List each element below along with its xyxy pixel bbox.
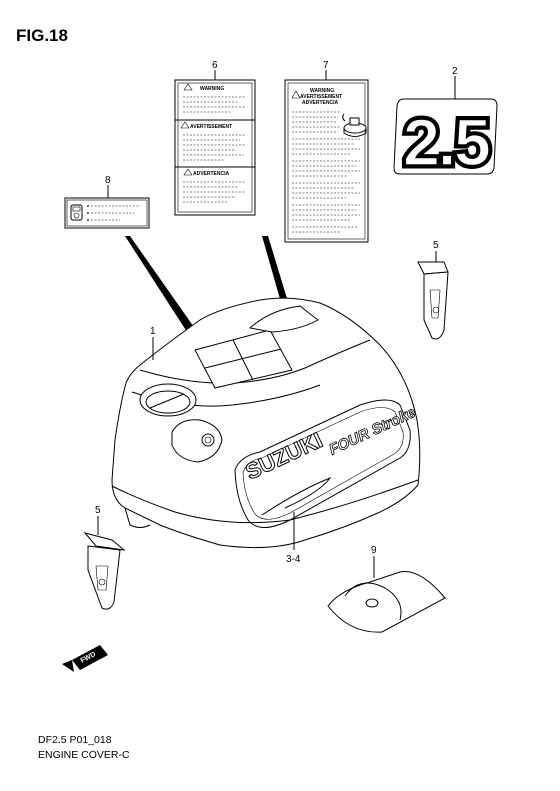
- fuel-cap-icon: [342, 113, 367, 137]
- callout-7: 7: [323, 60, 329, 71]
- label-6-text-lines: [183, 96, 246, 203]
- callout-5-upper: 5: [433, 240, 439, 251]
- callouts: 6 7 2 8 5 1 5 3-4 9: [95, 60, 458, 578]
- leader-wedges: [125, 236, 289, 352]
- figure-title: FIG.18: [16, 26, 68, 45]
- label-7-line2: AVERTISSEMENT: [300, 94, 342, 100]
- footer-group: ENGINE COVER-C: [38, 749, 130, 761]
- warning-label-7[interactable]: WARNING AVERTISSEMENT ADVERTENCIA: [284, 79, 369, 243]
- pouch-9[interactable]: [327, 571, 446, 633]
- label-8-text-lines: [87, 205, 140, 221]
- label-7-text-lines: [292, 111, 360, 233]
- label-7-line3: ADVERTENCIA: [302, 100, 339, 106]
- fwd-arrow-icon: FWD: [62, 645, 108, 672]
- clip-5-lower[interactable]: [83, 532, 126, 610]
- label-7-line1: WARNING: [310, 88, 334, 94]
- callout-5-lower: 5: [95, 505, 101, 516]
- footer: DF2.5 P01_018 ENGINE COVER-C: [38, 733, 130, 763]
- engine-cover[interactable]: SUZUKI FOUR Stroke: [111, 297, 421, 549]
- decal-2-5-inner-outline: 2.5: [403, 105, 489, 179]
- callout-8: 8: [105, 175, 111, 186]
- fuel-label-8[interactable]: [64, 197, 150, 229]
- callout-1: 1: [150, 326, 156, 337]
- callout-6: 6: [212, 60, 218, 71]
- footer-model: DF2.5 P01_018: [38, 734, 112, 746]
- decal-2-5[interactable]: 2.5 2.5: [393, 98, 498, 183]
- warning-triangle-icon: [180, 83, 193, 176]
- callout-9: 9: [371, 545, 377, 556]
- label-6-warning: WARNING: [200, 86, 224, 92]
- callout-3-4: 3-4: [286, 554, 301, 565]
- clip-5-upper[interactable]: [417, 261, 449, 340]
- label-6-avertissement: AVERTISSEMENT: [190, 124, 232, 130]
- decal-2-5-text: 2.5: [403, 105, 489, 179]
- label-6-advertencia: ADVERTENCIA: [193, 171, 230, 177]
- warning-triangle-icon: [291, 90, 301, 99]
- warning-label-6[interactable]: WARNING AVERTISSEMENT ADVERTENCIA: [174, 79, 256, 216]
- fuel-can-icon: [70, 204, 83, 221]
- callout-2: 2: [452, 66, 458, 77]
